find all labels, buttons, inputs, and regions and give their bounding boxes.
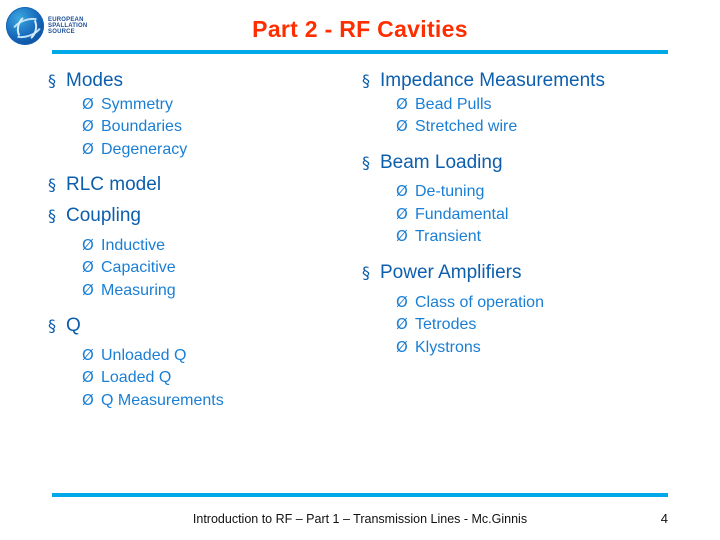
sub-bullet-icon: Ø	[396, 337, 408, 356]
sub-bullet-icon: Ø	[396, 117, 408, 136]
list-item: § RLC model	[48, 173, 368, 197]
list-item: § Q	[48, 314, 368, 338]
logo-line-1: EUROPEAN	[48, 16, 84, 23]
list-item-label: Q Measurements	[101, 391, 224, 409]
list-item: Ø Loaded Q	[82, 368, 368, 388]
sub-bullet-icon: Ø	[82, 258, 94, 277]
list-item: Ø Inductive	[82, 236, 368, 256]
list-item-label: Class of operation	[415, 293, 544, 311]
page-number: 4	[660, 511, 668, 526]
list-item-label: Degeneracy	[101, 140, 188, 158]
list-item-label: Modes	[66, 70, 124, 91]
list-item: Ø Boundaries	[82, 117, 368, 137]
section-bullet-icon: §	[48, 205, 56, 225]
sub-bullet-icon: Ø	[82, 280, 94, 299]
list-item-label: Beam Loading	[380, 151, 503, 173]
list-item-label: Fundamental	[415, 205, 509, 223]
list-item: § Impedance Measurements	[362, 69, 692, 93]
section-bullet-icon: §	[362, 71, 370, 90]
list-item-label: Inductive	[101, 236, 166, 254]
spacer	[48, 228, 368, 234]
list-item: § Power Amplifiers	[362, 261, 692, 285]
list-item: Ø Bead Pulls	[396, 95, 692, 115]
section-bullet-icon: §	[48, 71, 56, 90]
sub-bullet-icon: Ø	[82, 139, 94, 158]
list-item-label: Impedance Measurements	[380, 70, 605, 91]
list-item: Ø Degeneracy	[82, 140, 368, 160]
list-item: Ø Q Measurements	[82, 391, 368, 411]
sub-bullet-icon: Ø	[82, 117, 94, 136]
list-item: Ø Fundamental	[396, 205, 692, 225]
list-item-label: Bead Pulls	[415, 95, 492, 113]
slide-content: § Modes Ø Symmetry Ø Boundaries Ø Degene…	[0, 62, 720, 482]
logo-line-3: SOURCE	[48, 29, 75, 36]
sub-bullet-icon: Ø	[82, 235, 94, 254]
sub-bullet-icon: Ø	[82, 345, 94, 364]
list-item: Ø Measuring	[82, 281, 368, 301]
list-item: Ø Klystrons	[396, 338, 692, 358]
list-item-label: Q	[66, 315, 81, 337]
list-item-label: Tetrodes	[415, 316, 477, 334]
footer-text: Introduction to RF – Part 1 – Transmissi…	[192, 512, 528, 526]
sub-bullet-icon: Ø	[396, 292, 408, 311]
spacer	[362, 248, 692, 254]
sub-bullet-icon: Ø	[82, 368, 94, 387]
spacer	[48, 160, 368, 166]
section-bullet-icon: §	[48, 316, 56, 336]
list-item: Ø Unloaded Q	[82, 346, 368, 366]
list-item-label: Symmetry	[101, 95, 173, 113]
ess-logo-text: EUROPEAN SPALLATION SOURCE	[48, 17, 87, 36]
list-item: Ø Class of operation	[396, 293, 692, 313]
list-item-label: Klystrons	[415, 338, 481, 356]
sub-bullet-icon: Ø	[82, 390, 94, 409]
ess-logo-icon	[6, 7, 44, 45]
list-item-label: RLC model	[66, 174, 162, 196]
logo-line-2: SPALLATION	[48, 22, 88, 29]
list-item-label: Transient	[415, 228, 482, 246]
list-item-label: Stretched wire	[415, 118, 518, 136]
sub-bullet-icon: Ø	[396, 182, 408, 201]
list-item-label: Measuring	[101, 281, 176, 299]
list-item: Ø Tetrodes	[396, 315, 692, 335]
list-item: Ø De-tuning	[396, 182, 692, 202]
list-item-label: Boundaries	[101, 118, 182, 136]
sub-bullet-icon: Ø	[396, 315, 408, 334]
list-item: Ø Stretched wire	[396, 117, 692, 137]
sub-bullet-icon: Ø	[82, 94, 94, 113]
list-item-label: De-tuning	[415, 183, 485, 201]
list-item-label: Capacitive	[101, 259, 176, 277]
section-bullet-icon: §	[362, 152, 370, 172]
list-item-label: Power Amplifiers	[380, 261, 522, 283]
list-item-label: Loaded Q	[101, 369, 172, 387]
list-item: Ø Transient	[396, 227, 692, 247]
right-column: § Impedance Measurements Ø Bead Pulls Ø …	[362, 62, 692, 358]
title-divider	[52, 50, 668, 54]
sub-bullet-icon: Ø	[396, 227, 408, 246]
list-item: Ø Capacitive	[82, 258, 368, 278]
page-title: Part 2 - RF Cavities	[252, 16, 468, 42]
sub-bullet-icon: Ø	[396, 204, 408, 223]
footer-divider	[52, 493, 668, 497]
ess-logo: EUROPEAN SPALLATION SOURCE	[6, 6, 102, 46]
sub-bullet-icon: Ø	[396, 94, 408, 113]
spacer	[362, 174, 692, 180]
spacer	[362, 138, 692, 144]
list-item: § Coupling	[48, 204, 368, 228]
list-item: § Modes	[48, 69, 368, 93]
section-bullet-icon: §	[48, 175, 56, 195]
spacer	[48, 338, 368, 344]
section-bullet-icon: §	[362, 262, 370, 282]
spacer	[362, 285, 692, 291]
list-item: § Beam Loading	[362, 151, 692, 175]
list-item: Ø Symmetry	[82, 95, 368, 115]
list-item-label: Unloaded Q	[101, 346, 187, 364]
list-item-label: Coupling	[66, 204, 141, 226]
left-column: § Modes Ø Symmetry Ø Boundaries Ø Degene…	[48, 62, 368, 411]
spacer	[48, 301, 368, 307]
